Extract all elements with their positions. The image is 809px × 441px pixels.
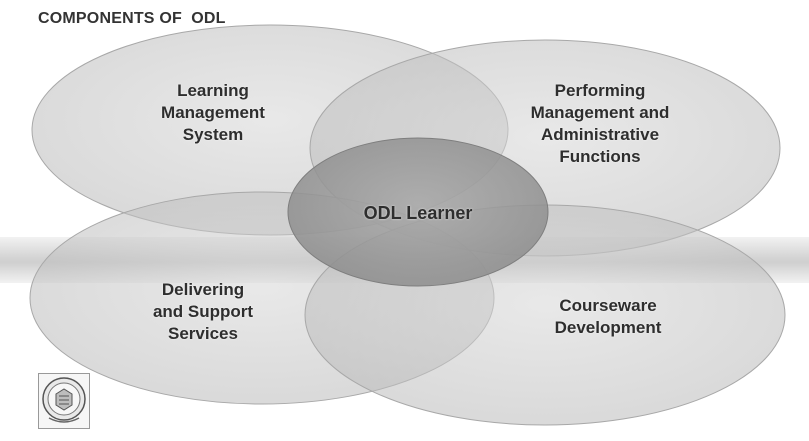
- label-delivering-support-services: Delivering and Support Services: [152, 280, 254, 343]
- university-seal-icon: [38, 373, 90, 429]
- page-title: COMPONENTS OF ODL: [38, 10, 226, 27]
- label-performing-management: Performing Management and Administrative…: [530, 81, 670, 166]
- label-courseware-development: Courseware Development: [554, 296, 662, 337]
- center-ellipse: [287, 137, 549, 287]
- label-odl-learner: ODL Learner: [363, 203, 473, 223]
- label-learning-management-system: Learning Management System: [161, 81, 265, 144]
